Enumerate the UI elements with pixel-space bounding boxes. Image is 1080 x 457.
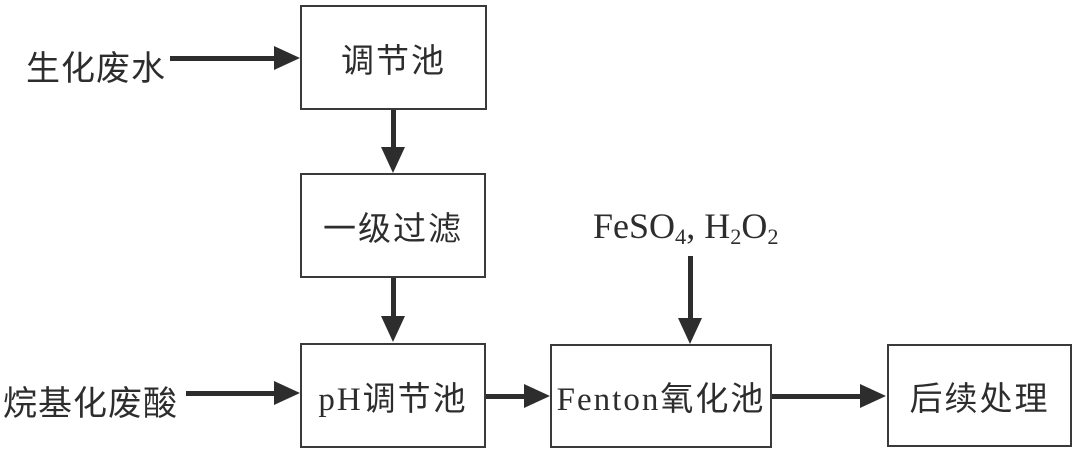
chem-text-comma-h: , H — [686, 206, 731, 246]
chem-subscript-2a: 2 — [730, 224, 742, 250]
arrowhead-down-icon — [678, 318, 702, 344]
chem-text-o: O — [741, 206, 768, 246]
arrow-stem — [186, 391, 276, 396]
node-ph-adjust-tank: pH调节池 — [300, 343, 486, 448]
arrowhead-right-icon — [274, 381, 300, 405]
node-first-stage-filtration: 一级过滤 — [300, 173, 486, 278]
arrowhead-right-icon — [274, 46, 300, 70]
input-label-alkylation-waste-acid: 烷基化废酸 — [3, 386, 178, 423]
arrow-stem — [688, 256, 693, 320]
arrowhead-right-icon — [860, 384, 886, 408]
arrow-stem — [391, 110, 396, 149]
arrow-stem — [772, 394, 862, 399]
input-label-biochemical-wastewater: 生化废水 — [26, 51, 166, 88]
node-post-treatment: 后续处理 — [887, 344, 1072, 447]
arrowhead-right-icon — [524, 384, 550, 408]
arrow-stem — [391, 278, 396, 318]
chem-subscript-4: 4 — [675, 224, 687, 250]
arrow-stem — [486, 394, 526, 399]
chem-subscript-2b: 2 — [767, 224, 779, 250]
arrowhead-down-icon — [381, 147, 405, 173]
node-adjust-tank: 调节池 — [300, 5, 487, 110]
node-fenton-oxidation-tank: Fenton氧化池 — [550, 344, 772, 448]
arrowhead-down-icon — [381, 316, 405, 342]
reagents-label-feso4-h2o2: FeSO4, H2O2 — [593, 205, 779, 250]
arrow-stem — [170, 56, 276, 61]
chem-text-feso: FeSO — [593, 206, 676, 246]
